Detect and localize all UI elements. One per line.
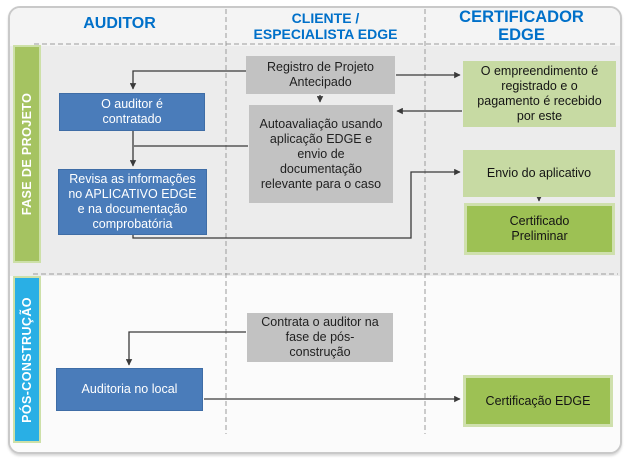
column-header-auditor: AUDITOR [83,15,156,32]
node-revisa-informacoes-aplicativo-edge: Revisa as informações no APLICATIVO EDGE… [58,169,207,235]
phase-label-fase-de-projeto: FASE DE PROJETO [20,92,34,216]
column-header-certificador-edge: CERTIFICADOR EDGE [459,8,584,45]
phase-bar-fase-de-projeto: FASE DE PROJETO [13,45,41,263]
node-envio-do-aplicativo: Envio do aplicativo [463,150,615,197]
node-certificacao-edge: Certificação EDGE [463,375,613,427]
column-header-cliente-especialista-edge: CLIENTE / ESPECIALISTA EDGE [253,10,398,42]
header-strip-background [10,8,620,46]
node-contrata-auditor-pos-construcao: Contrata o auditor na fase de pós- const… [247,313,393,362]
node-empreendimento-registrado-pagamento: O empreendimento é registrado e o pagame… [463,61,616,127]
node-autoavaliacao-aplicacao-edge: Autoavaliação usando aplicação EDGE e en… [249,105,393,203]
phase-bar-pos-construcao: PÓS-CONSTRUÇÃO [13,276,41,443]
phase-label-pos-construcao: PÓS-CONSTRUÇÃO [20,296,34,423]
node-auditoria-no-local: Auditoria no local [56,368,203,411]
node-registro-de-projeto-antecipado: Registro de Projeto Antecipado [246,56,395,94]
node-certificado-preliminar: Certificado Preliminar [464,203,615,255]
node-o-auditor-e-contratado: O auditor é contratado [59,93,205,131]
